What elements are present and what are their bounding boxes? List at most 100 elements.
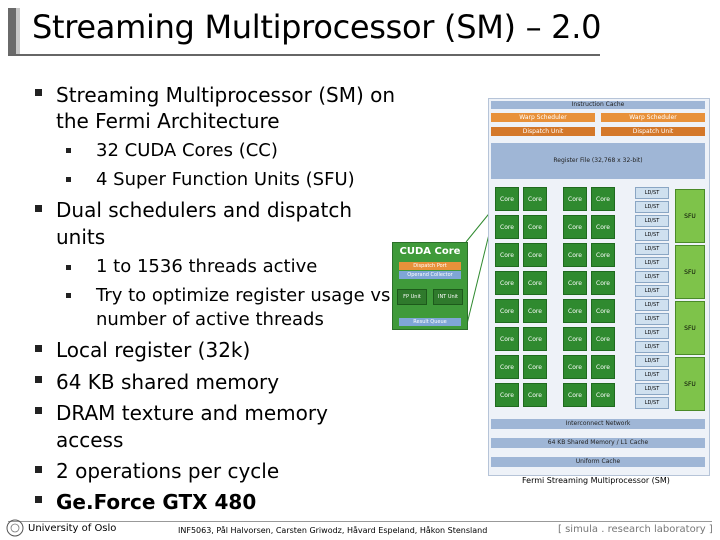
cuda-core: Core xyxy=(591,355,615,379)
bullet-marker xyxy=(35,376,42,383)
sub-bullet-text: Try to optimize register usage vs. xyxy=(96,285,397,306)
title-accent-bar-light xyxy=(16,8,20,54)
zoom-line xyxy=(465,209,493,243)
ldst-unit: LD/ST xyxy=(635,257,669,269)
sub-bullet-marker xyxy=(66,148,71,153)
bullet-marker xyxy=(35,89,42,96)
sub-bullet-text: 1 to 1536 threads active xyxy=(96,256,318,277)
cuda-core: Core xyxy=(591,215,615,239)
bullet-marker xyxy=(35,466,42,473)
cuda-core: Core xyxy=(523,215,547,239)
dispatch-port: Dispatch Port xyxy=(399,262,461,270)
cuda-core: Core xyxy=(591,299,615,323)
sfu-unit: SFU xyxy=(675,189,705,243)
cuda-core: Core xyxy=(495,243,519,267)
cuda-core: Core xyxy=(591,243,615,267)
title-underline xyxy=(8,54,600,56)
ldst-unit: LD/ST xyxy=(635,397,669,409)
ldst-unit: LD/ST xyxy=(635,187,669,199)
cuda-core: Core xyxy=(495,355,519,379)
bullet-text: 2 operations per cycle xyxy=(56,459,280,483)
dispatch-unit-1: Dispatch Unit xyxy=(491,127,595,136)
sfu-unit: SFU xyxy=(675,245,705,299)
ldst-unit: LD/ST xyxy=(635,355,669,367)
ldst-unit: LD/ST xyxy=(635,299,669,311)
cuda-core: Core xyxy=(563,299,587,323)
cuda-core: Core xyxy=(591,327,615,351)
uniform-cache: Uniform Cache xyxy=(491,457,705,467)
ldst-unit: LD/ST xyxy=(635,271,669,283)
int-unit: INT Unit xyxy=(433,289,463,305)
footer-authors: INF5063, Pål Halvorsen, Carsten Griwodz,… xyxy=(178,526,488,535)
ldst-unit: LD/ST xyxy=(635,327,669,339)
sub-bullet-marker xyxy=(66,265,71,270)
ldst-unit: LD/ST xyxy=(635,229,669,241)
bullet-text: units xyxy=(56,225,106,249)
cuda-core: Core xyxy=(563,243,587,267)
cuda-core: Core xyxy=(563,271,587,295)
dispatch-unit-2: Dispatch Unit xyxy=(601,127,705,136)
ldst-unit: LD/ST xyxy=(635,201,669,213)
cuda-core-title: CUDA Core xyxy=(399,246,461,257)
ldst-unit: LD/ST xyxy=(635,243,669,255)
result-queue: Result Queue xyxy=(399,318,461,326)
ldst-unit: LD/ST xyxy=(635,369,669,381)
ldst-unit: LD/ST xyxy=(635,313,669,325)
cuda-core: Core xyxy=(523,299,547,323)
sub-bullet-text: 32 CUDA Cores (CC) xyxy=(96,140,278,161)
bullet-marker xyxy=(35,407,42,414)
cuda-core: Core xyxy=(523,271,547,295)
fp-unit: FP Unit xyxy=(397,289,427,305)
title-accent-bar xyxy=(8,8,16,54)
diagram-caption: Fermi Streaming Multiprocessor (SM) xyxy=(522,476,670,485)
warp-scheduler-2: Warp Scheduler xyxy=(601,113,705,122)
cuda-core: Core xyxy=(591,383,615,407)
ldst-unit: LD/ST xyxy=(635,383,669,395)
cuda-core: Core xyxy=(563,383,587,407)
sub-bullet-text: 4 Super Function Units (SFU) xyxy=(96,169,355,190)
footer-divider xyxy=(8,521,712,522)
university-seal-icon xyxy=(6,519,24,537)
cuda-core: Core xyxy=(495,271,519,295)
bullet-text: Streaming Multiprocessor (SM) on xyxy=(56,83,396,107)
slide-title: Streaming Multiprocessor (SM) – 2.0 xyxy=(32,8,602,46)
cuda-core: Core xyxy=(495,187,519,211)
cuda-core: Core xyxy=(523,187,547,211)
bullet-marker xyxy=(35,345,42,352)
cuda-core: Core xyxy=(523,243,547,267)
bullet-marker xyxy=(35,496,42,503)
bullet-text: 64 KB shared memory xyxy=(56,370,280,394)
sub-bullet-text: number of active threads xyxy=(96,309,324,330)
cuda-core: Core xyxy=(591,271,615,295)
bullet-text: DRAM texture and memory xyxy=(56,401,328,425)
cuda-core: Core xyxy=(523,383,547,407)
interconnect-network: Interconnect Network xyxy=(491,419,705,429)
bullet-marker xyxy=(35,205,42,212)
bullet-text: Local register (32k) xyxy=(56,338,251,362)
shared-memory: 64 KB Shared Memory / L1 Cache xyxy=(491,438,705,448)
sfu-unit: SFU xyxy=(675,301,705,355)
cuda-core: Core xyxy=(495,327,519,351)
cuda-core: Core xyxy=(495,299,519,323)
fermi-sm-diagram: Instruction Cache Warp Scheduler Warp Sc… xyxy=(488,98,710,476)
ldst-unit: LD/ST xyxy=(635,285,669,297)
sub-bullet-marker xyxy=(66,293,71,298)
ldst-unit: LD/ST xyxy=(635,215,669,227)
bullet-text: the Fermi Architecture xyxy=(56,109,280,133)
operand-collector: Operand Collector xyxy=(399,271,461,279)
cuda-core: Core xyxy=(563,215,587,239)
cuda-core: Core xyxy=(523,355,547,379)
cuda-core: Core xyxy=(563,327,587,351)
cuda-core: Core xyxy=(523,327,547,351)
sfu-unit: SFU xyxy=(675,357,705,411)
sub-bullet-marker xyxy=(66,177,71,182)
university-name: University of Oslo xyxy=(28,523,117,534)
lab-logo-text: [ simula . research laboratory ] xyxy=(558,524,713,535)
register-file: Register File (32,768 x 32-bit) xyxy=(491,143,705,179)
ldst-unit: LD/ST xyxy=(635,341,669,353)
bullet-text: Ge.Force GTX 480 xyxy=(56,490,257,514)
bullet-text: access xyxy=(56,428,124,452)
cuda-core: Core xyxy=(495,215,519,239)
cuda-core: Core xyxy=(563,187,587,211)
